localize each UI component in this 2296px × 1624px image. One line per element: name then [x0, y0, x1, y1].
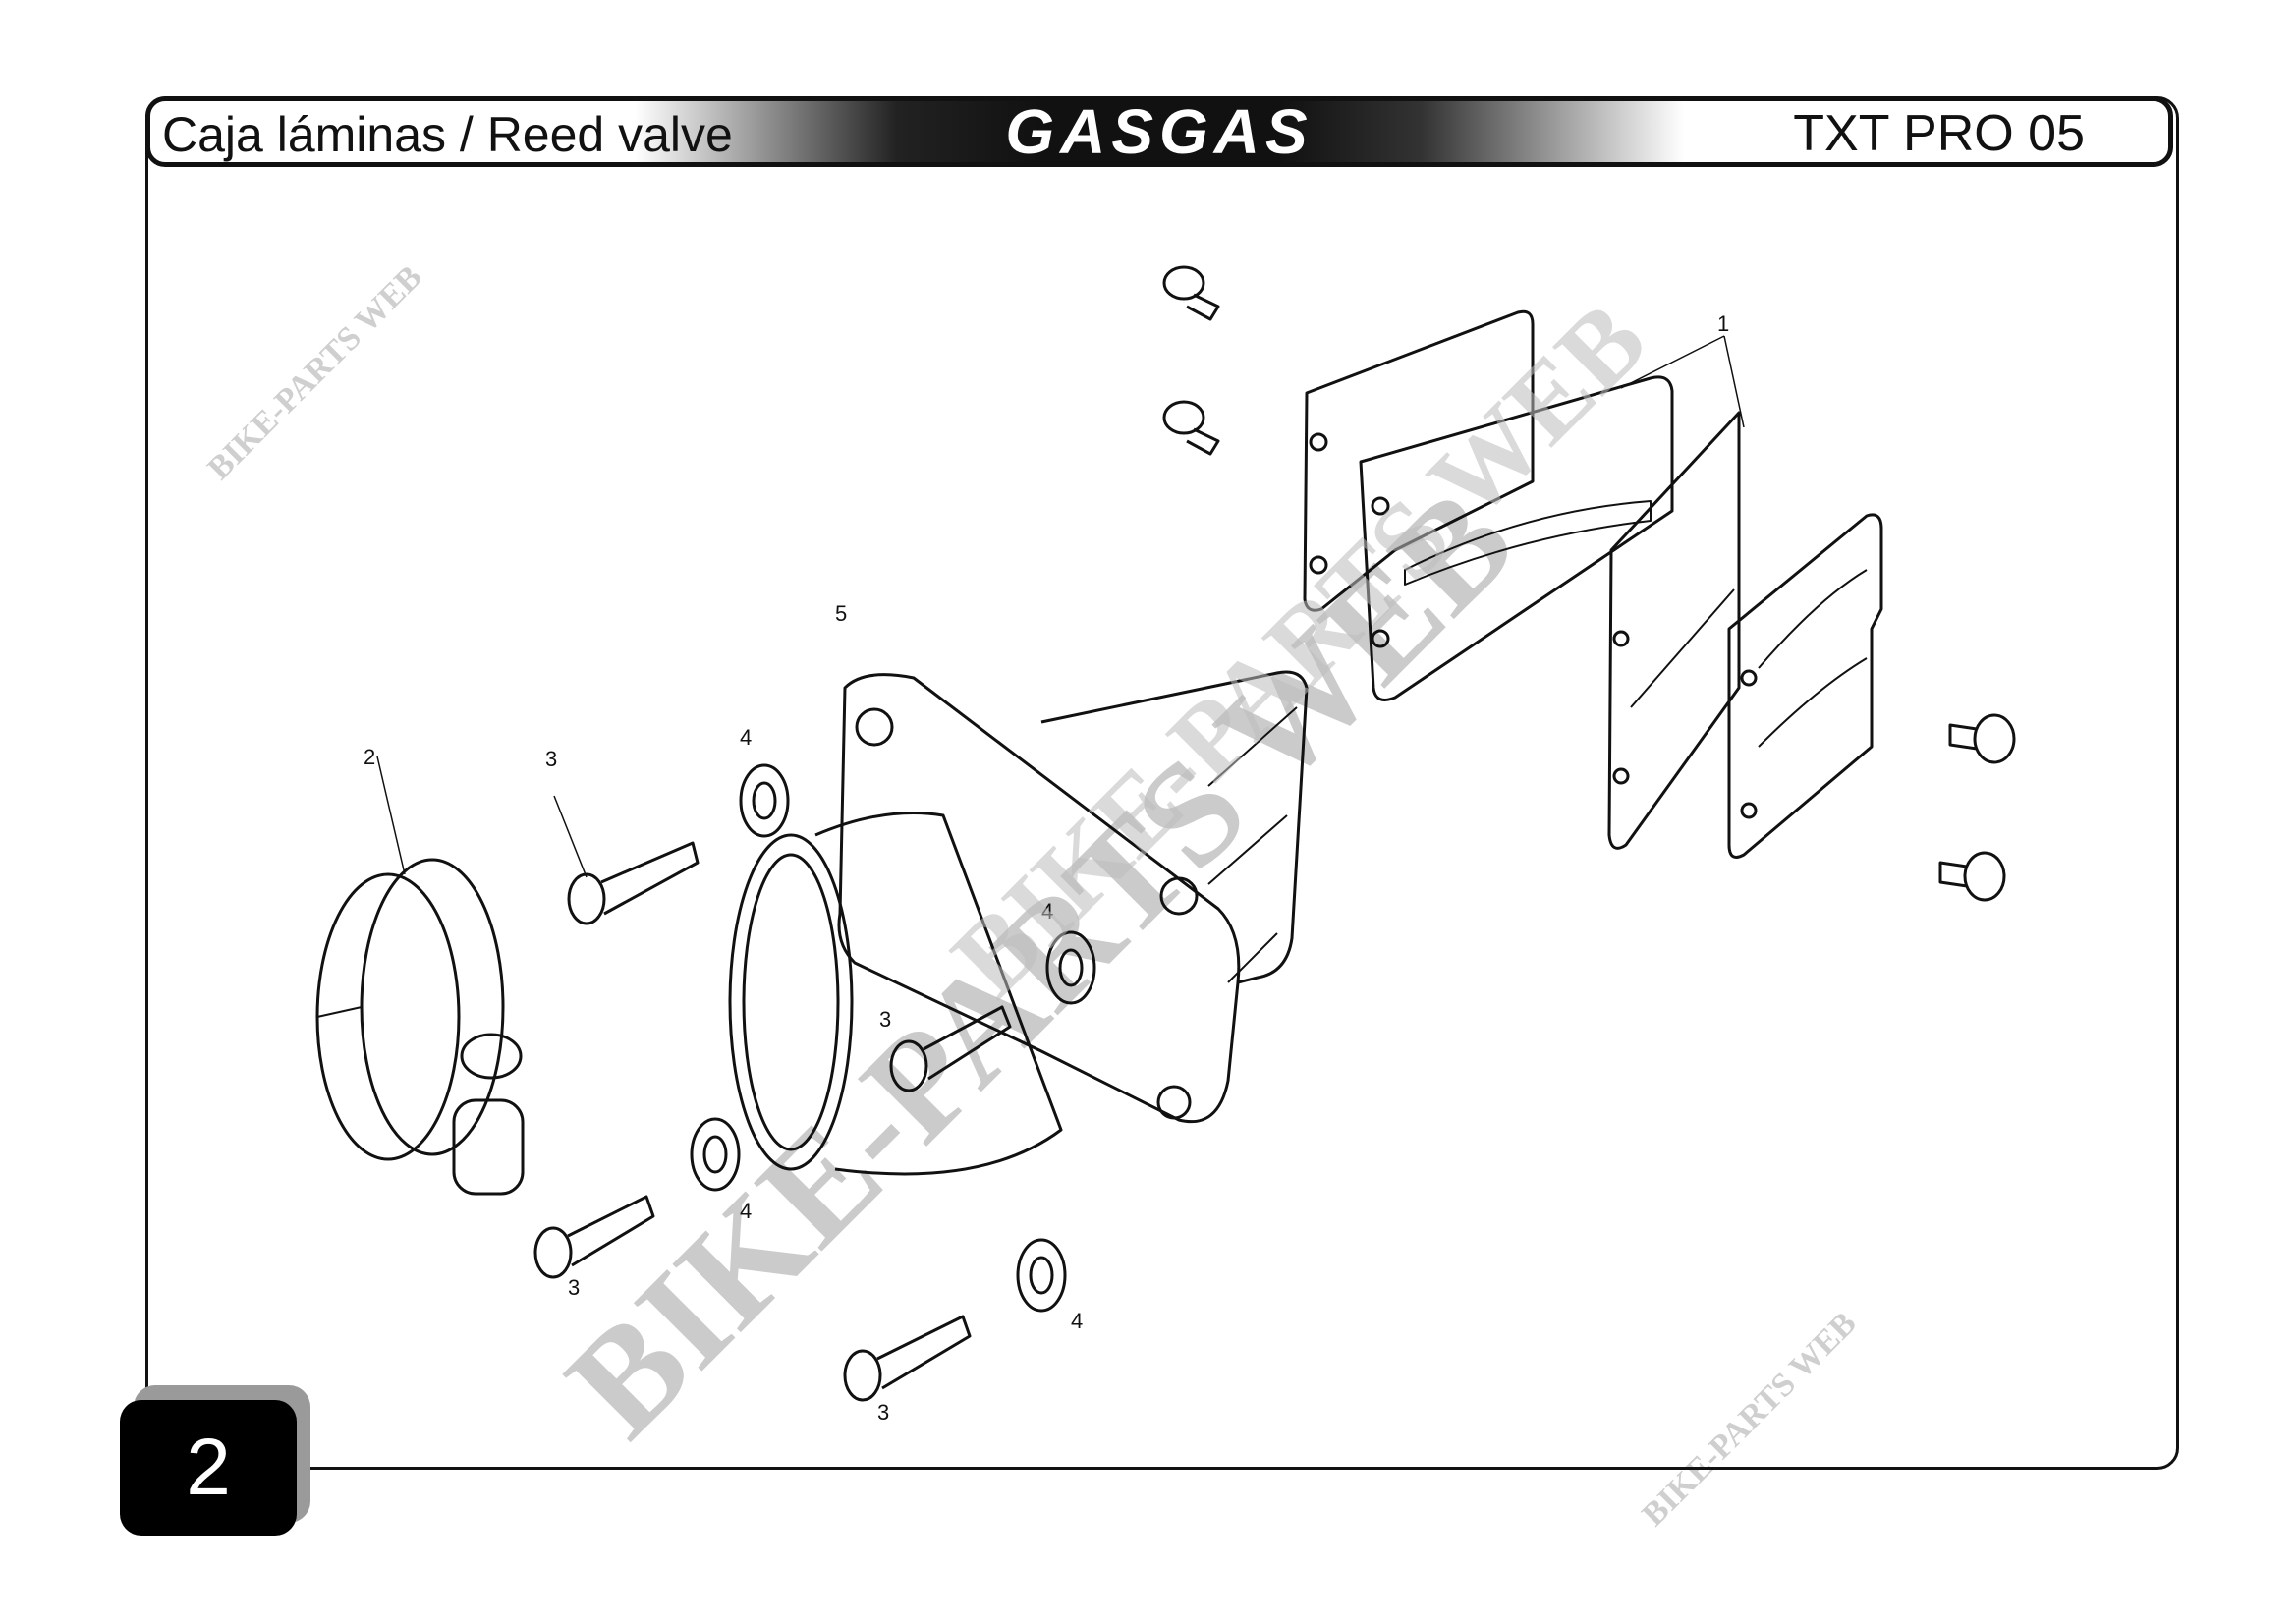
screw-right-2	[1938, 851, 2006, 902]
reed-screws	[1162, 265, 2016, 902]
model-name: TXT PRO 05	[1793, 105, 2085, 162]
callout-3-c: 3	[568, 1275, 580, 1300]
bolt-1	[567, 841, 700, 925]
callout-4-a: 4	[740, 725, 752, 750]
reed-plate-mid	[1359, 375, 1674, 701]
brand-logo: GASGAS	[1005, 96, 1313, 167]
screw-top-1	[1162, 265, 1220, 321]
reed-plate-back	[1303, 309, 1535, 612]
washer-1	[739, 763, 790, 838]
callout-5: 5	[835, 601, 847, 626]
callout-2: 2	[364, 745, 375, 769]
callout-3-b: 3	[879, 1007, 891, 1032]
manifold-opening	[728, 833, 854, 1171]
header-bar	[145, 96, 2173, 167]
washers	[690, 763, 1096, 1313]
clamp-screw-housing	[452, 1098, 525, 1196]
intake-manifold	[728, 670, 1309, 1176]
reed-stopper	[1727, 513, 1883, 859]
bolt-3	[533, 1195, 655, 1279]
callout-4-b: 4	[1041, 899, 1053, 924]
callout-3-a: 3	[545, 747, 557, 771]
hose-clamp	[315, 858, 525, 1196]
page-number: 2	[120, 1400, 297, 1536]
washer-4	[1016, 1238, 1067, 1313]
page-title: Caja láminas / Reed valve	[162, 107, 733, 162]
screw-top-2	[1162, 400, 1220, 456]
manifold-flange	[837, 673, 1241, 1124]
callout-4-d: 4	[1071, 1309, 1083, 1333]
svg-text:GASGAS: GASGAS	[1005, 96, 1313, 167]
bolt-4	[843, 1315, 972, 1402]
bolt-2	[889, 1005, 1012, 1092]
washer-2	[1045, 930, 1096, 1005]
manifold-reed-box	[1040, 670, 1309, 984]
reed-petal-front	[1607, 411, 1741, 850]
reed-petals	[1303, 309, 1883, 859]
callout-3-d: 3	[877, 1400, 889, 1425]
bolts	[533, 841, 1012, 1402]
screw-right-1	[1948, 713, 2016, 764]
callout-4-c: 4	[740, 1199, 752, 1223]
leader-lines	[376, 335, 1745, 878]
washer-3	[690, 1117, 741, 1192]
callout-labels: 1 2 3 3 3 3 4 4 4 4 5	[364, 311, 1729, 1425]
callout-1: 1	[1717, 311, 1729, 336]
